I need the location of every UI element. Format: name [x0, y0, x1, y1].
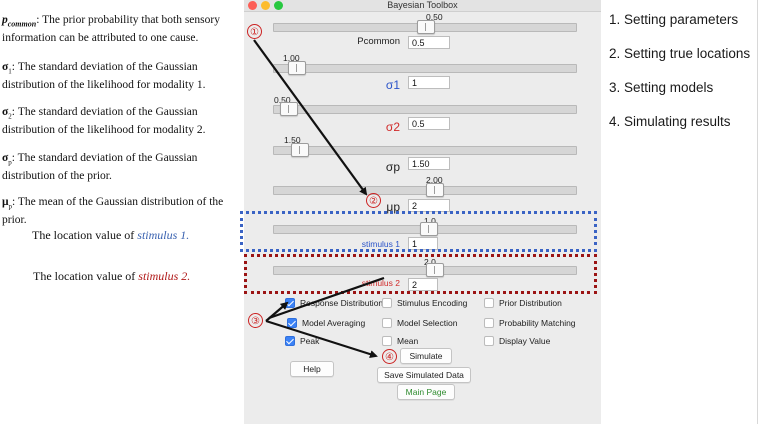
sigmap-input[interactable]: 1.50 [408, 157, 450, 170]
mup-slider-value: 2.00 [426, 175, 443, 185]
note-mup: μp: The mean of the Gaussian distributio… [2, 196, 224, 227]
stimulus2-label: stimulus 2 [361, 278, 400, 288]
sigmap-slider-value: 1.50 [284, 135, 301, 145]
arrow-to-response-distribution [265, 301, 289, 322]
sigma2-slider[interactable] [273, 102, 577, 116]
checkbox-box [287, 317, 297, 328]
note-sigma2: σ2: The standard deviation of the Gaussi… [2, 106, 206, 137]
display-value-label: Display Value [499, 336, 551, 346]
model-averaging-checkbox[interactable]: Model Averaging [287, 317, 365, 329]
zoom-window-button[interactable] [274, 1, 283, 10]
sigmap-slider-thumb[interactable] [291, 143, 309, 157]
pcommon-label: Pcommon [357, 36, 400, 47]
checkbox-box [484, 335, 494, 346]
stimulus-2-highlight-box [244, 254, 597, 294]
title-bar: Bayesian Toolbox [244, 0, 601, 12]
sigma1-slider[interactable] [273, 61, 577, 75]
checkbox-box [484, 317, 494, 328]
mean-checkbox[interactable]: Mean [382, 335, 418, 347]
stimulus-encoding-checkbox[interactable]: Stimulus Encoding [382, 297, 467, 309]
step-4: 4. Simulating results [609, 114, 731, 129]
checkbox-box [382, 297, 392, 308]
step-1: 1. Setting parameters [609, 12, 739, 27]
true-location-highlight-box [240, 211, 597, 252]
checkbox-box [484, 297, 494, 308]
marker-4: ④ [382, 349, 397, 364]
mup-slider[interactable] [273, 183, 577, 197]
stimulus2-slider-thumb[interactable] [426, 263, 444, 277]
marker-1: ① [247, 24, 262, 39]
model-selection-checkbox[interactable]: Model Selection [382, 317, 457, 329]
simulate-button[interactable]: Simulate [400, 348, 452, 364]
step-2: 2. Setting true locations [609, 46, 751, 61]
note-sigmap: σp: The standard deviation of the Gaussi… [2, 152, 198, 183]
pcommon-slider-value: 0.50 [426, 12, 443, 22]
display-value-checkbox[interactable]: Display Value [484, 335, 550, 347]
stimulus1-slider[interactable] [273, 222, 577, 236]
sigma2-slider-value: 0.50 [274, 95, 291, 105]
minimize-window-button[interactable] [261, 1, 270, 10]
mean-label: Mean [397, 336, 419, 346]
marker-3: ③ [248, 313, 263, 328]
mup-slider-thumb[interactable] [426, 183, 444, 197]
sigma1-label: σ1 [385, 78, 400, 92]
checkbox-box [285, 335, 295, 346]
prior-distribution-label: Prior Distribution [499, 298, 562, 308]
pcommon-slider[interactable] [273, 20, 577, 34]
probability-matching-label: Probability Matching [499, 318, 576, 328]
response-distribution-label: Response Distribution [300, 298, 384, 308]
sigma1-slider-thumb[interactable] [288, 61, 306, 75]
close-window-button[interactable] [248, 1, 257, 10]
save-simulated-data-button[interactable]: Save Simulated Data [377, 367, 471, 383]
sigmap-slider[interactable] [273, 143, 577, 157]
model-averaging-label: Model Averaging [302, 318, 366, 328]
checkbox-box [382, 317, 392, 328]
stimulus-encoding-label: Stimulus Encoding [397, 298, 468, 308]
probability-matching-checkbox[interactable]: Probability Matching [484, 317, 576, 329]
sigma2-slider-thumb[interactable] [280, 102, 298, 116]
note-pcommon: pcommon: The prior probability that both… [2, 14, 220, 45]
sigmap-label: σp [385, 160, 400, 174]
stimulus1-label: stimulus 1 [361, 239, 400, 249]
marker-2: ② [366, 193, 381, 208]
checkbox-box [382, 335, 392, 346]
stimulus2-slider[interactable] [273, 263, 577, 277]
stimulus2-input[interactable]: 2 [408, 278, 438, 291]
peak-label: Peak [300, 336, 320, 346]
pcommon-input[interactable]: 0.5 [408, 36, 450, 49]
stimulus2-slider-value: 2.0 [424, 257, 436, 267]
peak-checkbox[interactable]: Peak [285, 335, 319, 347]
help-button[interactable]: Help [290, 361, 334, 377]
note-stimulus-1: The location value of stimulus 1. [32, 228, 190, 242]
stimulus1-slider-thumb[interactable] [420, 222, 438, 236]
step-3: 3. Setting models [609, 80, 714, 95]
arrow-to-mup [253, 39, 368, 196]
prior-distribution-checkbox[interactable]: Prior Distribution [484, 297, 562, 309]
arrow-stimulus-to-models [268, 276, 385, 320]
main-page-button[interactable]: Main Page [397, 384, 455, 400]
window-title: Bayesian Toolbox [387, 0, 458, 10]
sigma2-label: σ2 [385, 120, 400, 134]
arrow-to-simulate [265, 319, 378, 358]
sigma1-input[interactable]: 1 [408, 76, 450, 89]
stimulus1-slider-value: 1.0 [424, 216, 436, 226]
sigma1-slider-value: 1.00 [283, 53, 300, 63]
mup-label: μp [386, 200, 400, 214]
sigma2-input[interactable]: 0.5 [408, 117, 450, 130]
model-selection-label: Model Selection [397, 318, 458, 328]
pcommon-slider-thumb[interactable] [417, 20, 435, 34]
note-sigma1: σ1: The standard deviation of the Gaussi… [2, 61, 206, 92]
note-stimulus-2: The location value of stimulus 2. [33, 269, 191, 283]
